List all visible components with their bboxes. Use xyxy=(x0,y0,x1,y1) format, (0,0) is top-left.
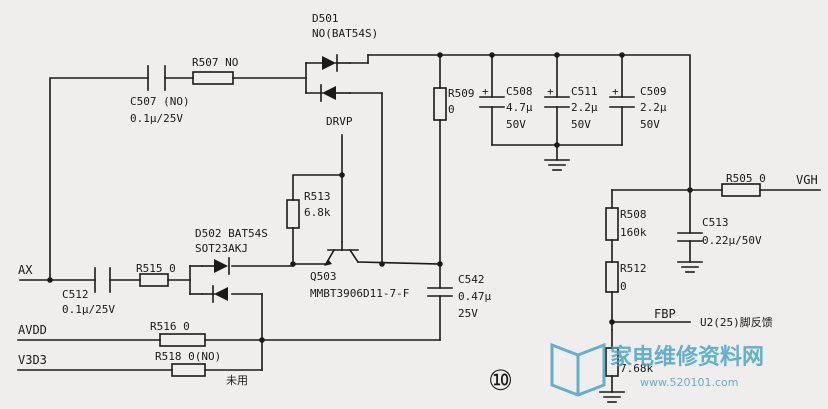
transistor-q503 xyxy=(324,241,360,266)
c542-volt-label: 25V xyxy=(458,307,478,320)
r505-label: R505 0 xyxy=(726,172,766,185)
net-avdd-label: AVDD xyxy=(18,323,47,337)
watermark: 家电维修资料网 www.520101.com xyxy=(550,342,764,397)
drvp-label: DRVP xyxy=(326,115,353,128)
capacitor-c542 xyxy=(427,287,453,297)
c512-value-label: 0.1μ/25V xyxy=(62,303,115,316)
resistor-r512 xyxy=(605,261,619,293)
svg-text:+: + xyxy=(482,85,489,98)
d501-value-label: NO(BAT54S) xyxy=(312,27,378,40)
c508-ref-label: C508 xyxy=(506,85,533,98)
svg-text:+: + xyxy=(612,85,619,98)
unused-note: 未用 xyxy=(226,374,248,387)
c511-cap-label: 2.2μ xyxy=(571,101,598,114)
r515-label: R515 0 xyxy=(136,262,176,275)
resistor-r505 xyxy=(721,183,761,197)
watermark-url: www.520101.com xyxy=(640,376,738,389)
ground-symbols xyxy=(544,159,703,403)
fbp-note-label: U2(25)脚反馈 xyxy=(700,315,773,329)
resistor-r518 xyxy=(171,363,206,377)
net-v3d3-label: V3D3 xyxy=(18,353,47,367)
c509-cap-label: 2.2μ xyxy=(640,101,667,114)
resistor-r508 xyxy=(605,207,619,241)
ground-icon xyxy=(544,159,570,171)
resistor-r509 xyxy=(433,87,447,121)
r511-value-label: 7.68k xyxy=(620,362,653,375)
c509-ref-label: C509 xyxy=(640,85,667,98)
diode-d502 xyxy=(201,257,230,303)
resistor-r513 xyxy=(286,199,300,229)
r513-value-label: 6.8k xyxy=(304,206,331,219)
diode-d501 xyxy=(320,54,351,102)
r512-value-label: 0 xyxy=(620,280,627,293)
capacitor-c509 xyxy=(609,96,635,108)
c508-volt-label: 50V xyxy=(506,118,526,131)
d502-package-label: SOT23AKJ xyxy=(195,242,248,255)
c511-ref-label: C511 xyxy=(571,85,598,98)
r518-label: R518 0(NO) xyxy=(155,350,221,363)
d502-ref-label: D502 BAT54S xyxy=(195,227,268,240)
capacitor-c508 xyxy=(479,96,505,108)
ground-icon xyxy=(599,391,625,403)
resistors xyxy=(139,71,761,377)
c513-value-label: 0.22μ/50V xyxy=(702,234,762,247)
wires xyxy=(17,54,821,393)
junctions xyxy=(47,52,693,343)
c542-cap-label: 0.47μ xyxy=(458,290,491,303)
r513-ref-label: R513 xyxy=(304,190,331,203)
capacitor-c511 xyxy=(544,96,570,108)
capacitor-c513 xyxy=(677,232,703,242)
capacitor-c512 xyxy=(94,267,111,293)
ground-icon xyxy=(677,261,703,273)
net-fbp-label: FBP xyxy=(654,307,676,321)
r508-value-label: 160k xyxy=(620,226,647,239)
c507-ref-label: C507 (NO) xyxy=(130,95,190,108)
resistor-r515 xyxy=(139,273,169,287)
svg-text:+: + xyxy=(547,85,554,98)
r512-ref-label: R512 xyxy=(620,262,647,275)
c508-cap-label: 4.7μ xyxy=(506,101,533,114)
polarity-marks: + + + xyxy=(482,85,619,98)
r507-label: R507 NO xyxy=(192,56,238,69)
capacitors: + + + xyxy=(94,65,703,297)
c511-volt-label: 50V xyxy=(571,118,591,131)
figure-marker: ⑩ xyxy=(488,364,513,397)
r516-label: R516 0 xyxy=(150,320,190,333)
c542-ref-label: C542 xyxy=(458,273,485,286)
r508-ref-label: R508 xyxy=(620,208,647,221)
book-logo-icon xyxy=(550,342,606,397)
resistor-r507 xyxy=(192,71,234,85)
labels: D501 NO(BAT54S) R507 NO C507 (NO) 0.1μ/2… xyxy=(18,12,818,397)
resistor-r516 xyxy=(159,333,206,347)
c513-ref-label: C513 xyxy=(702,216,729,229)
capacitor-c507 xyxy=(147,65,166,91)
c512-ref-label: C512 xyxy=(62,288,89,301)
d501-ref-label: D501 xyxy=(312,12,339,25)
watermark-title: 家电维修资料网 xyxy=(610,344,764,370)
net-ax-label: AX xyxy=(18,263,33,277)
resistor-r511 xyxy=(605,347,619,377)
r509-value-label: 0 xyxy=(448,103,455,116)
c507-value-label: 0.1μ/25V xyxy=(130,112,183,125)
net-vgh-label: VGH xyxy=(796,173,818,187)
q503-ref-label: Q503 xyxy=(310,270,337,283)
r509-ref-label: R509 xyxy=(448,87,475,100)
c509-volt-label: 50V xyxy=(640,118,660,131)
q503-value-label: MMBT3906D11-7-F xyxy=(310,287,409,300)
